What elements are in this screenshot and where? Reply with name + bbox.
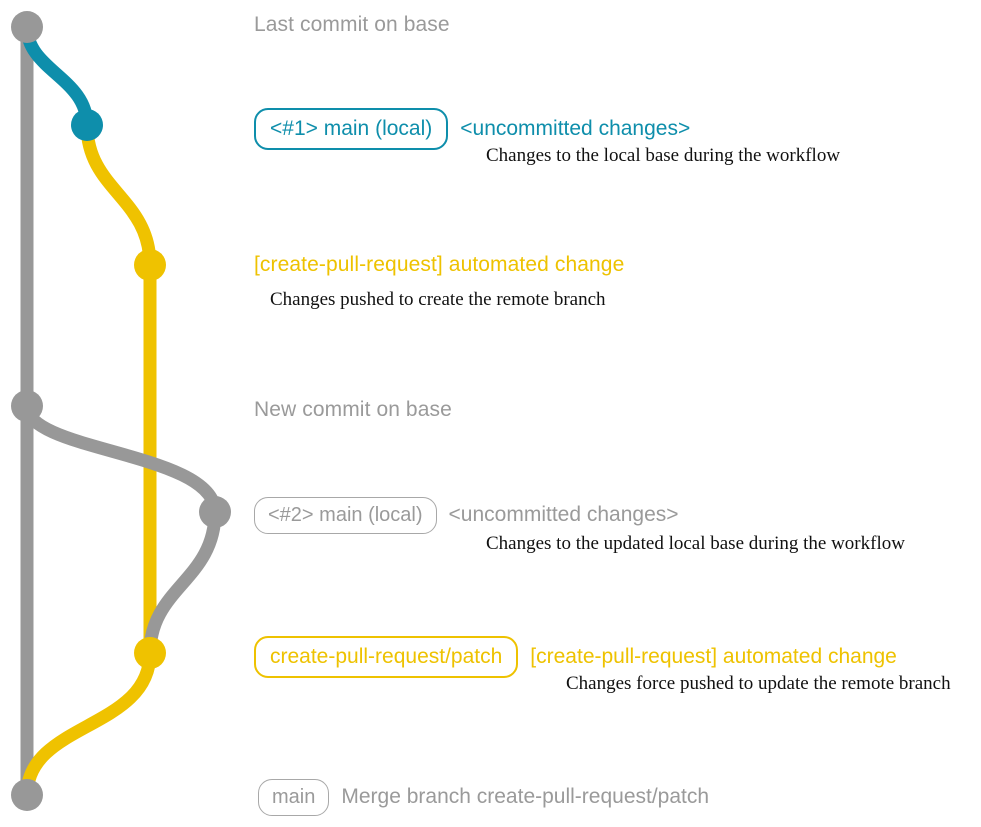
local-branch-line-1 bbox=[20, 20, 94, 132]
commit-message-remote-create: [create-pull-request] automated change bbox=[254, 253, 625, 276]
row-last-commit-on-base: Last commit on base bbox=[254, 13, 450, 37]
subtext-remote-create: Changes pushed to create the remote bran… bbox=[270, 289, 606, 310]
commit-node-merge[interactable] bbox=[11, 779, 43, 811]
commit-message-remote-patch: [create-pull-request] automated change bbox=[530, 645, 897, 668]
subtext-remote-patch: Changes force pushed to update the remot… bbox=[566, 673, 951, 694]
local-to-remote-line bbox=[143, 505, 222, 660]
commit-node-remote-patch[interactable] bbox=[134, 637, 166, 669]
remote-branch-line-1 bbox=[80, 118, 157, 272]
row-merge: main Merge branch create-pull-request/pa… bbox=[258, 779, 709, 816]
row-local-2: <#2> main (local) <uncommitted changes> bbox=[254, 497, 679, 534]
subtext-local-1: Changes to the local base during the wor… bbox=[486, 145, 841, 166]
ref-badge-remote-patch[interactable]: create-pull-request/patch bbox=[254, 636, 519, 678]
subtext-local-2: Changes to the updated local base during… bbox=[486, 533, 905, 554]
ref-badge-main[interactable]: main bbox=[258, 779, 330, 816]
row-new-commit-on-base: New commit on base bbox=[254, 398, 452, 422]
commit-message-merge: Merge branch create-pull-request/patch bbox=[341, 785, 710, 808]
ref-badge-local-2[interactable]: <#2> main (local) bbox=[254, 497, 437, 534]
row-local-1: <#1> main (local) <uncommitted changes> bbox=[254, 108, 690, 150]
commit-node-local-2[interactable] bbox=[199, 496, 231, 528]
graph-rails bbox=[11, 11, 231, 811]
local-branch-line-2 bbox=[20, 399, 222, 519]
merge-line bbox=[20, 646, 157, 802]
commit-node-remote-create[interactable] bbox=[134, 249, 166, 281]
row-remote-create: [create-pull-request] automated change bbox=[254, 253, 624, 277]
commit-message-last-commit: Last commit on base bbox=[254, 13, 450, 36]
ref-badge-local-1[interactable]: <#1> main (local) bbox=[254, 108, 449, 150]
commit-node-local-1[interactable] bbox=[71, 109, 103, 141]
commit-node-base-top[interactable] bbox=[11, 11, 43, 43]
commit-message-local-2: <uncommitted changes> bbox=[448, 503, 679, 526]
commit-message-local-1: <uncommitted changes> bbox=[460, 117, 691, 140]
row-remote-patch: create-pull-request/patch [create-pull-r… bbox=[254, 636, 897, 678]
commit-node-base-new[interactable] bbox=[11, 390, 43, 422]
commit-message-new-commit: New commit on base bbox=[254, 398, 452, 421]
